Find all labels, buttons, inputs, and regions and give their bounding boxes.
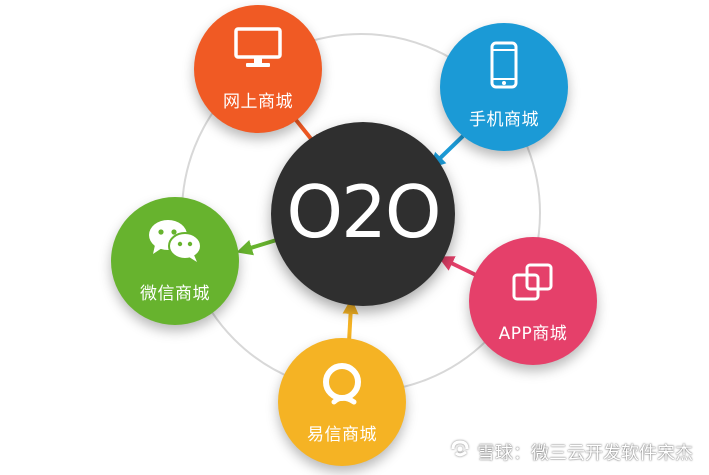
arrow-yixin-to-o2o bbox=[342, 298, 359, 343]
smartphone-icon bbox=[440, 41, 568, 94]
yixin-icon bbox=[278, 362, 406, 411]
node-label-yixin: 易信商城 bbox=[307, 425, 377, 445]
node-yixin-mall: 易信商城 bbox=[278, 338, 406, 466]
node-wechat-mall: 微信商城 bbox=[111, 197, 239, 325]
arrow-app-to-o2o bbox=[437, 256, 479, 278]
node-label-web: 网上商城 bbox=[223, 92, 293, 112]
wechat-icon bbox=[111, 217, 239, 268]
snowball-logo-icon bbox=[449, 438, 471, 465]
watermark: 雪球：微三云开发软件宋杰 bbox=[449, 438, 693, 465]
node-label-wechat: 微信商城 bbox=[140, 284, 210, 304]
o2o-center-circle: O2O bbox=[271, 122, 455, 306]
node-mobile-mall: 手机商城 bbox=[440, 23, 568, 151]
node-label-app: APP商城 bbox=[498, 324, 568, 344]
overlapping-squares-icon bbox=[469, 261, 597, 310]
node-app-mall: APP商城 bbox=[469, 237, 597, 365]
center-label: O2O bbox=[286, 170, 441, 254]
node-web-mall: 网上商城 bbox=[194, 5, 322, 133]
monitor-icon bbox=[194, 27, 322, 74]
arrow-mobile-to-o2o bbox=[429, 134, 465, 169]
node-label-mobile: 手机商城 bbox=[469, 110, 539, 130]
watermark-text: 雪球：微三云开发软件宋杰 bbox=[477, 442, 693, 464]
